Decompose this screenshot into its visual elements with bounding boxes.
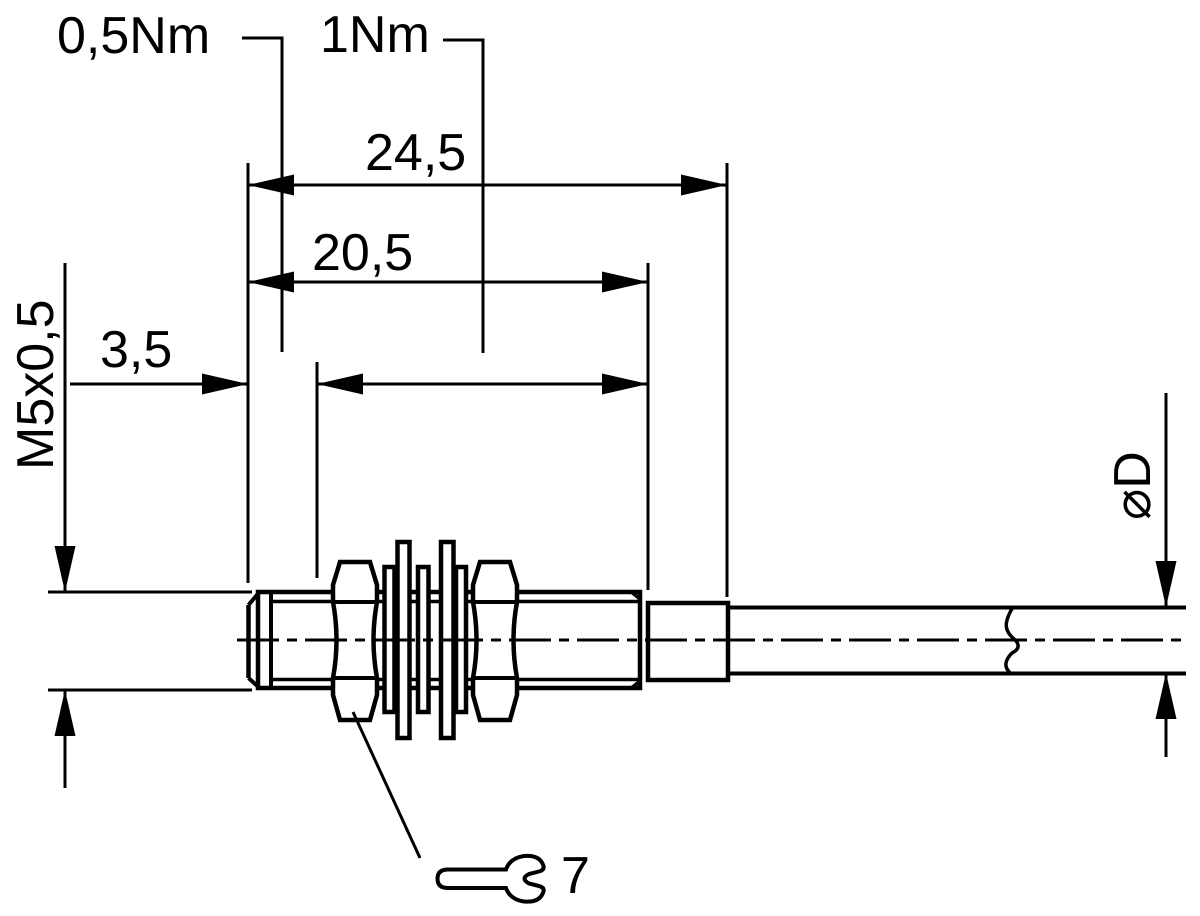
wrench-leader-line [351, 711, 422, 859]
cable-diameter-label: ⌀D [1104, 451, 1162, 520]
dimension-label-tip: 3,5 [100, 321, 172, 379]
dimension-overall-length: 24,5 [248, 124, 727, 196]
arrowhead-down [54, 546, 76, 592]
wrench-icon [435, 853, 546, 904]
rear-chamfer-bottom [630, 679, 642, 689]
arrowhead-up [54, 690, 76, 736]
dimension-label-thread-section: 20,5 [312, 224, 413, 282]
dimension-label-overall: 24,5 [365, 124, 466, 182]
arrowhead-left-pointing [317, 373, 363, 395]
arrowhead-right [602, 271, 648, 293]
arrowhead-up [1155, 673, 1177, 719]
cable-break-symbol [1004, 606, 1020, 675]
cable [728, 605, 1186, 676]
arrowhead-left [248, 174, 294, 196]
tip-chamfer-top [246, 591, 261, 607]
arrowhead-right-pointing [202, 373, 248, 395]
wrench-size-callout: 7 [351, 711, 590, 905]
thread-spec-label: M5x0,5 [7, 299, 65, 470]
torque-callout-front: 0,5Nm [57, 7, 284, 352]
torque-front-leader-line [242, 36, 284, 352]
sensor-body [237, 539, 1186, 741]
dimension-thread-section-length: 20,5 [248, 224, 648, 293]
arrowhead-down [1155, 561, 1177, 607]
arrowhead-right-end [602, 373, 648, 395]
torque-rear-leader-line [443, 38, 485, 353]
torque-callout-rear: 1Nm [320, 6, 485, 353]
wrench-size-label: 7 [561, 847, 590, 905]
extension-lines [48, 163, 729, 692]
tip-chamfer-bottom [247, 676, 261, 689]
dimension-tip-length: 3,5 [70, 321, 648, 395]
dimension-thread-diameter: M5x0,5 [7, 263, 76, 788]
torque-front-label: 0,5Nm [57, 7, 210, 65]
arrowhead-left [248, 271, 294, 293]
dimension-cable-diameter: ⌀D [1104, 393, 1177, 757]
torque-rear-label: 1Nm [320, 6, 430, 64]
rear-chamfer-top [630, 591, 642, 601]
arrowhead-right [681, 174, 727, 196]
